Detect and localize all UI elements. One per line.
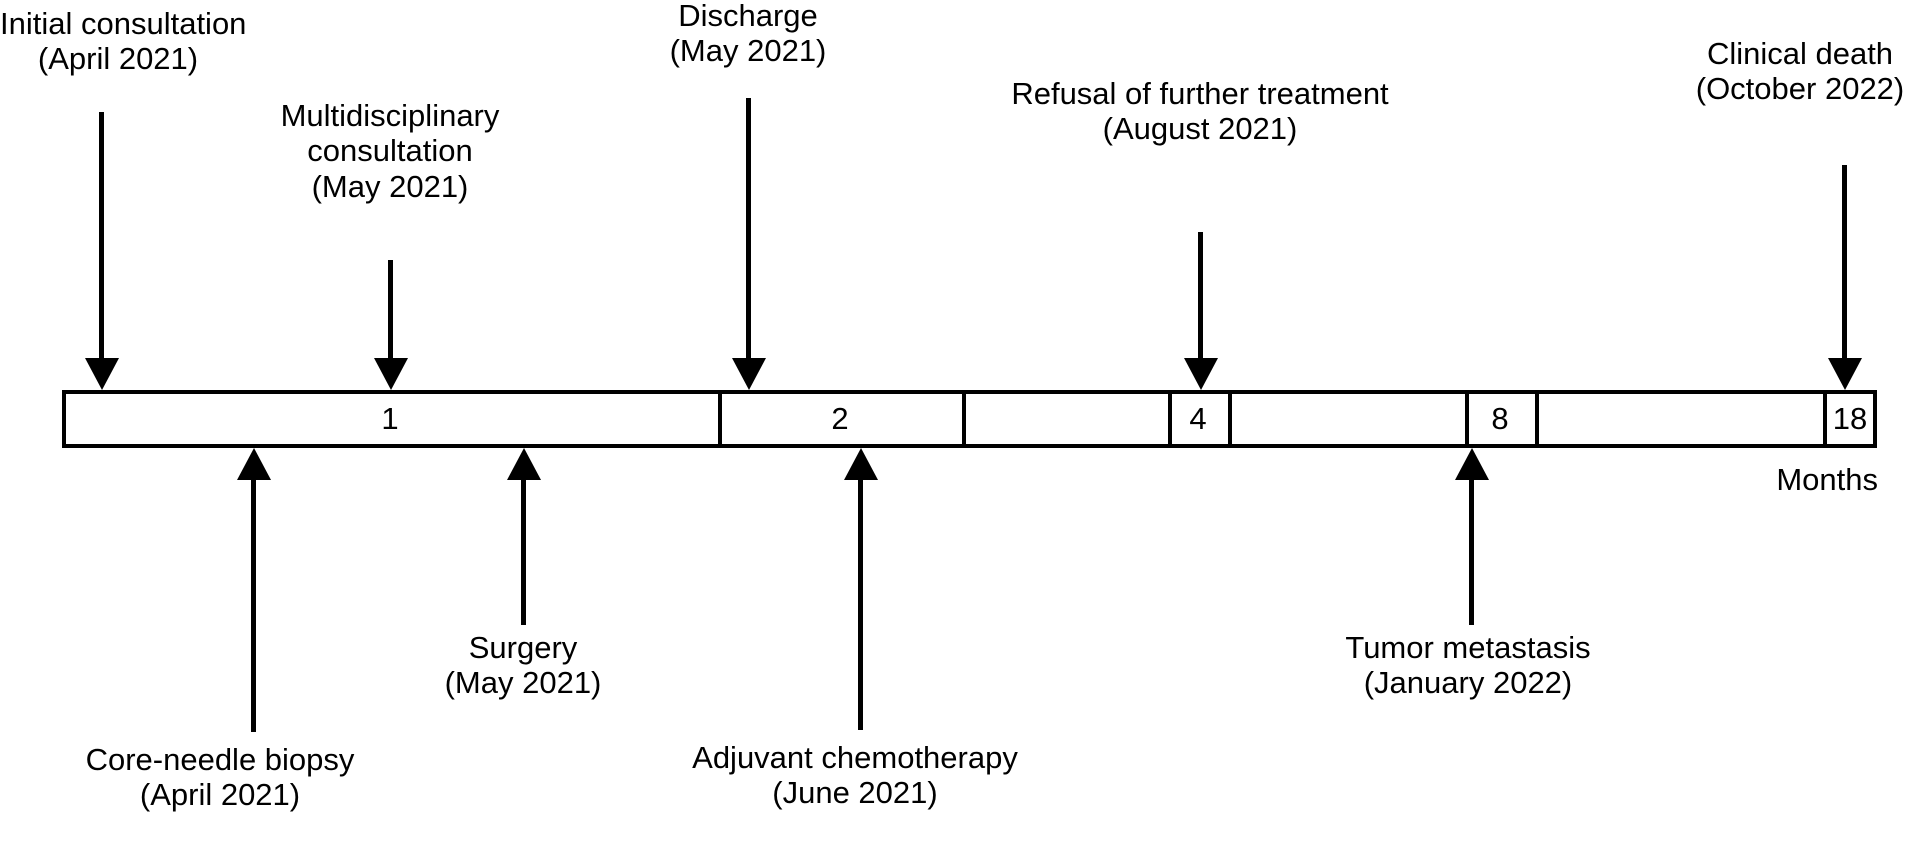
arrow-adjuvant-chemotherapy bbox=[843, 448, 878, 730]
arrow-surgery bbox=[506, 448, 541, 625]
segment-divider bbox=[1823, 390, 1827, 448]
event-label-core-needle-biopsy: Core-needle biopsy (April 2021) bbox=[20, 742, 420, 813]
arrow-shaft bbox=[99, 112, 104, 358]
arrow-shaft bbox=[1842, 165, 1847, 358]
arrow-head-up-icon bbox=[236, 448, 271, 480]
event-title: Refusal of further treatment bbox=[1011, 76, 1389, 111]
event-label-multidisciplinary-consultation: Multidisciplinary consultation (May 2021… bbox=[190, 98, 590, 204]
event-label-initial-consultation: Initial consultation (April 2021) bbox=[0, 6, 247, 77]
segment-divider bbox=[1535, 390, 1539, 448]
arrow-shaft bbox=[388, 260, 393, 358]
event-title: Tumor metastasis bbox=[1345, 630, 1591, 665]
arrow-head-up-icon bbox=[843, 448, 878, 480]
event-date: (January 2022) bbox=[1363, 665, 1573, 701]
event-label-tumor-metastasis: Tumor metastasis (January 2022) bbox=[1268, 630, 1668, 701]
timeline-axis-bar bbox=[62, 390, 1877, 448]
event-title-line1: Multidisciplinary bbox=[280, 98, 500, 133]
arrow-clinical-death bbox=[1827, 165, 1862, 390]
arrow-head-down-icon bbox=[373, 358, 408, 390]
arrow-shaft bbox=[1198, 232, 1203, 358]
axis-tick-month-2: 2 bbox=[831, 401, 849, 436]
arrow-core-needle-biopsy bbox=[236, 448, 271, 732]
axis-tick-month-4: 4 bbox=[1189, 401, 1207, 436]
axis-tick-month-1: 1 bbox=[381, 401, 399, 436]
arrow-head-down-icon bbox=[731, 358, 766, 390]
event-title: Discharge bbox=[678, 0, 818, 33]
arrow-tumor-metastasis bbox=[1454, 448, 1489, 625]
arrow-shaft bbox=[746, 98, 751, 358]
event-title: Clinical death bbox=[1706, 36, 1894, 71]
segment-divider bbox=[1465, 390, 1469, 448]
event-title: Initial consultation bbox=[0, 6, 247, 41]
arrow-shaft bbox=[251, 480, 256, 732]
event-label-surgery: Surgery (May 2021) bbox=[323, 630, 723, 701]
event-title: Adjuvant chemotherapy bbox=[692, 740, 1018, 775]
event-title: Core-needle biopsy bbox=[85, 742, 355, 777]
axis-unit-label: Months bbox=[1776, 462, 1878, 497]
arrow-head-down-icon bbox=[1183, 358, 1218, 390]
event-label-discharge: Discharge (May 2021) bbox=[548, 0, 948, 69]
axis-tick-month-18: 18 bbox=[1832, 401, 1868, 436]
arrow-initial-consultation bbox=[84, 112, 119, 390]
arrow-head-up-icon bbox=[506, 448, 541, 480]
arrow-refusal-of-further-treatment bbox=[1183, 232, 1218, 390]
event-label-clinical-death: Clinical death (October 2022) bbox=[1600, 36, 1914, 107]
event-date: (August 2021) bbox=[1102, 111, 1298, 147]
segment-divider bbox=[1168, 390, 1172, 448]
arrow-shaft bbox=[858, 480, 863, 730]
event-date: (May 2021) bbox=[311, 168, 469, 204]
event-date: (May 2021) bbox=[444, 665, 602, 701]
arrow-multidisciplinary-consultation bbox=[373, 260, 408, 390]
event-title-line2: consultation bbox=[307, 133, 473, 169]
segment-divider bbox=[718, 390, 722, 448]
event-label-refusal-of-further-treatment: Refusal of further treatment (August 202… bbox=[950, 76, 1450, 147]
event-date: (May 2021) bbox=[669, 33, 827, 69]
event-date: (April 2021) bbox=[139, 777, 301, 813]
segment-divider bbox=[962, 390, 966, 448]
event-date: (June 2021) bbox=[772, 775, 938, 811]
event-date: (October 2022) bbox=[1695, 71, 1905, 107]
arrow-head-down-icon bbox=[1827, 358, 1862, 390]
event-title: Surgery bbox=[468, 630, 578, 665]
arrow-head-up-icon bbox=[1454, 448, 1489, 480]
arrow-shaft bbox=[1469, 480, 1474, 625]
segment-divider bbox=[1228, 390, 1232, 448]
event-date: (April 2021) bbox=[37, 41, 199, 77]
arrow-discharge bbox=[731, 98, 766, 390]
arrow-shaft bbox=[521, 480, 526, 625]
arrow-head-down-icon bbox=[84, 358, 119, 390]
event-label-adjuvant-chemotherapy: Adjuvant chemotherapy (June 2021) bbox=[655, 740, 1055, 811]
axis-tick-month-8: 8 bbox=[1491, 401, 1509, 436]
